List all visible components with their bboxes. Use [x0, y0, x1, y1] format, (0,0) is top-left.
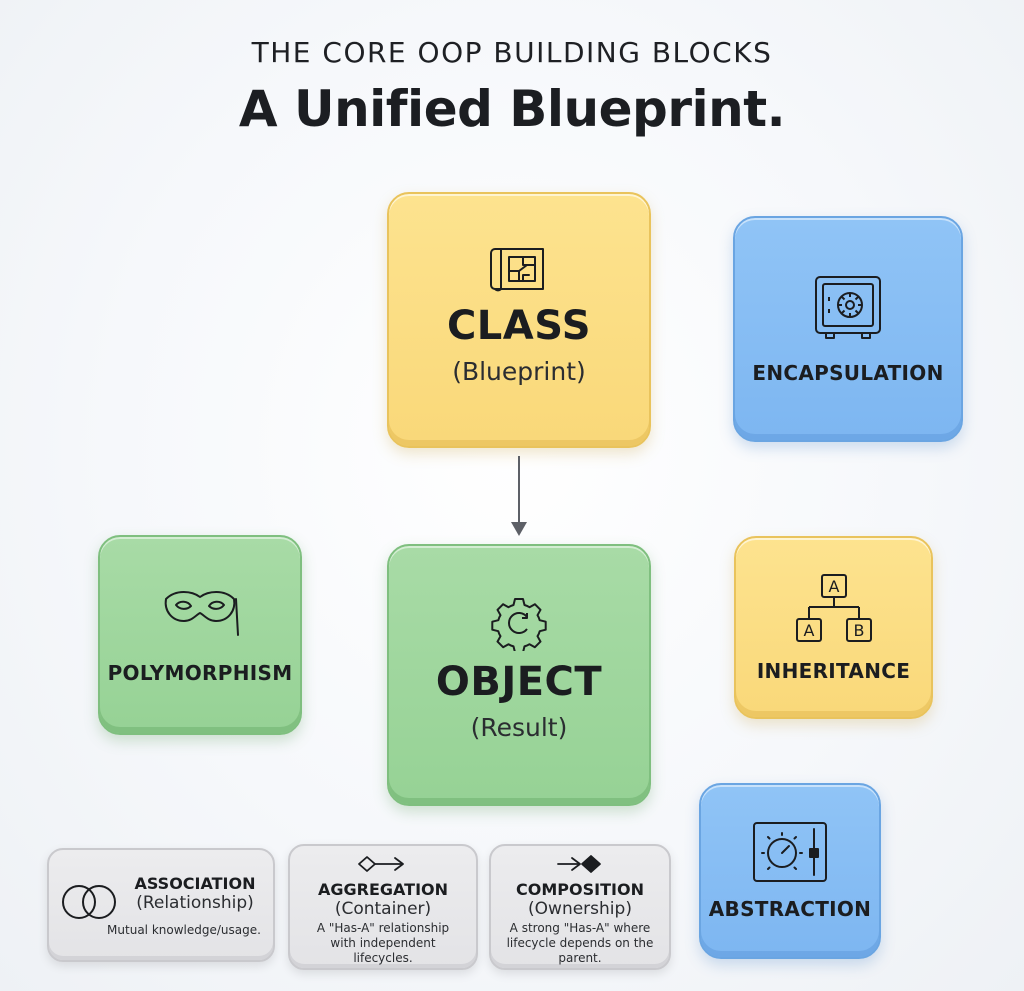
gear-icon: [491, 597, 547, 651]
safe-icon: [815, 276, 881, 339]
inheritance-node-parent: A: [828, 577, 839, 596]
eyebrow-title: THE CORE OOP BUILDING BLOCKS: [251, 36, 773, 69]
composition-card: COMPOSITION (Ownership) A strong "Has-A"…: [489, 844, 671, 970]
composition-subtitle: (Ownership): [528, 899, 632, 919]
inheritance-title: INHERITANCE: [756, 658, 911, 683]
aggregation-title: AGGREGATION: [317, 880, 449, 899]
blueprint-icon: [490, 247, 544, 291]
aggregation-subtitle: (Container): [334, 899, 432, 919]
association-title: ASSOCIATION: [134, 874, 256, 893]
encapsulation-card: ENCAPSULATION: [733, 216, 963, 442]
aggregation-card: AGGREGATION (Container) A "Has-A" relati…: [288, 844, 478, 970]
hollow-diamond-arrow-icon: [358, 856, 404, 872]
class-subtitle: (Blueprint): [452, 356, 586, 386]
inheritance-node-child-b: B: [853, 621, 864, 640]
inheritance-node-child-a: A: [803, 621, 814, 640]
filled-diamond-arrow-icon: [557, 855, 601, 873]
aggregation-description: A "Has-A" relationship with independent …: [316, 921, 450, 965]
class-card: CLASS (Blueprint): [387, 192, 651, 448]
overlapping-circles-icon: [62, 885, 116, 919]
hierarchy-icon: A A B: [795, 573, 872, 642]
inheritance-card: A A B INHERITANCE: [734, 536, 933, 719]
association-subtitle: (Relationship): [136, 893, 254, 913]
encapsulation-title: ENCAPSULATION: [752, 361, 944, 385]
abstraction-title: ABSTRACTION: [708, 897, 872, 921]
composition-title: COMPOSITION: [516, 880, 644, 899]
object-card: OBJECT (Result): [387, 544, 651, 806]
mask-icon: [164, 591, 239, 636]
instantiation-arrow: [511, 456, 527, 536]
control-panel-icon: [753, 822, 827, 882]
class-title: CLASS: [446, 302, 592, 349]
headline-title: A Unified Blueprint.: [238, 80, 786, 138]
association-description: Mutual knowledge/usage.: [107, 923, 261, 937]
polymorphism-card: POLYMORPHISM: [98, 535, 302, 735]
association-card: ASSOCIATION (Relationship) Mutual knowle…: [47, 848, 275, 962]
composition-description: A strong "Has-A" where lifecycle depends…: [506, 921, 654, 965]
polymorphism-title: POLYMORPHISM: [107, 661, 293, 685]
object-subtitle: (Result): [470, 712, 568, 742]
abstraction-card: ABSTRACTION: [699, 783, 881, 959]
object-title: OBJECT: [435, 658, 603, 705]
